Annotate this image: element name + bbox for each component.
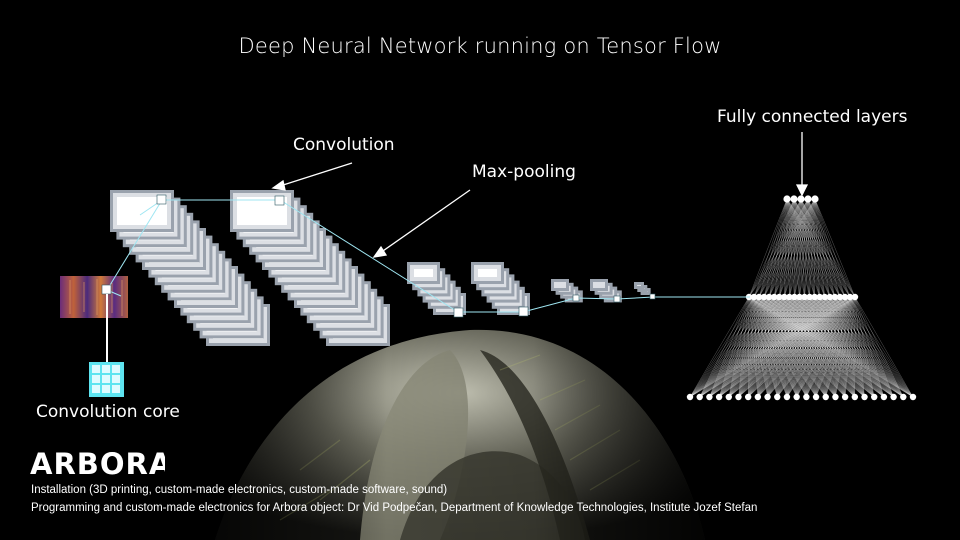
fc-node [783,393,791,401]
arbora-logo: ARBORA [30,448,165,478]
fc-node [861,393,868,401]
fc-node [765,293,773,301]
fc-node [725,393,732,401]
fc-node [791,293,798,301]
fc-node [744,393,752,401]
fc-node [715,393,723,401]
fc-node [836,293,844,301]
fully-connected-edges [689,198,914,398]
fully-connected-label: Fully connected layers [717,107,908,127]
fully-connected-nodes [686,195,917,401]
page-title: Deep Neural Network running on Tensor Fl… [238,34,722,58]
fc-node [797,195,805,203]
fc-node [890,393,897,401]
fc-node [781,293,788,301]
fc-node [822,393,829,401]
fc-node [793,393,800,401]
fc-node [811,195,819,203]
convolution-core-grid [89,294,124,397]
credit-line-programming: Programming and custom-made electronics … [31,502,758,514]
fc-node [696,393,703,401]
feature-markers [101,194,656,318]
fc-node [832,393,839,401]
fc-node [750,293,758,301]
fc-node [754,393,762,401]
logo-text: ARBORA [30,448,165,478]
fc-node [801,293,808,301]
fc-node [831,293,839,301]
fc-node [706,393,713,401]
fc-node [776,293,783,301]
fc-node [821,293,828,301]
convolution-layer-2 [230,190,390,346]
arbora-sculpture-image [215,329,705,540]
fc-node [811,293,818,301]
fc-node [880,393,888,401]
fc-node [803,393,810,401]
fc-node [804,195,812,203]
fc-node [841,293,849,301]
fc-node [851,393,859,401]
fc-node [735,393,742,401]
fc-node [796,293,803,301]
fc-node [816,293,823,301]
fc-node [909,393,917,401]
fc-node [846,293,854,301]
fc-node [771,293,778,301]
fc-node [790,195,798,203]
convolution-layer-1 [110,190,270,346]
convolution-core-label: Convolution core [36,402,180,422]
annotation-arrows [271,132,809,258]
fc-node [755,293,763,301]
pooling-layers [407,262,651,315]
fc-node [764,393,771,401]
fc-node [826,293,833,301]
fc-node [812,393,820,401]
fc-node [760,293,768,301]
fc-node [871,393,878,401]
fc-node [686,393,694,401]
max-pooling-label: Max-pooling [472,162,576,182]
fc-node [783,195,791,203]
convolution-label: Convolution [293,135,395,155]
fc-node [786,293,793,301]
fc-node [851,293,859,301]
fc-node [774,393,781,401]
fc-node [841,393,849,401]
fc-node [900,393,907,401]
fc-node [806,293,813,301]
spectrogram-input-image [60,276,128,318]
credit-line-installation: Installation (3D printing, custom-made e… [31,484,448,496]
